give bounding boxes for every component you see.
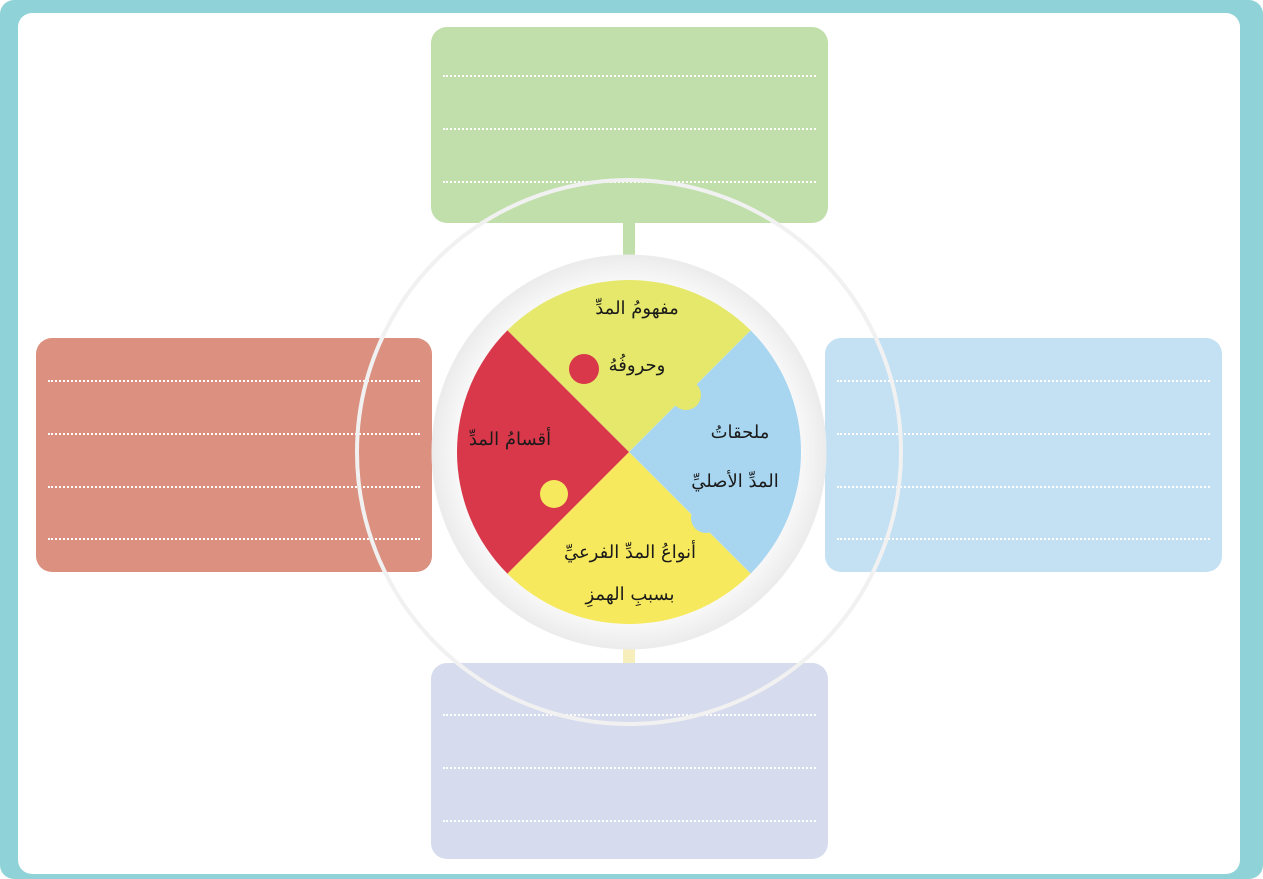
label-left-line1: أقسامُ المدِّ bbox=[468, 429, 552, 450]
answer-line[interactable] bbox=[48, 380, 420, 382]
segment-top bbox=[457, 280, 801, 452]
label-bottom-line1: أنواعُ المدِّ الفرعيِّ bbox=[563, 542, 697, 563]
answer-line[interactable] bbox=[443, 767, 816, 769]
answer-line[interactable] bbox=[443, 128, 816, 130]
puzzle-knob bbox=[671, 380, 701, 410]
segment-left bbox=[457, 280, 629, 624]
answer-line[interactable] bbox=[837, 486, 1210, 488]
answer-line[interactable] bbox=[48, 433, 420, 435]
answer-line[interactable] bbox=[443, 75, 816, 77]
answer-line[interactable] bbox=[837, 380, 1210, 382]
answer-box-bottom[interactable] bbox=[431, 663, 828, 859]
label-top-line2: وحروفُهُ bbox=[608, 355, 666, 376]
answer-line[interactable] bbox=[837, 538, 1210, 540]
outer-ring bbox=[355, 178, 903, 726]
answer-line[interactable] bbox=[48, 538, 420, 540]
puzzle-knob bbox=[691, 503, 721, 533]
answer-line[interactable] bbox=[48, 486, 420, 488]
segment-bottom bbox=[457, 452, 801, 624]
puzzle-knob bbox=[540, 480, 568, 508]
answer-line[interactable] bbox=[837, 433, 1210, 435]
answer-line[interactable] bbox=[443, 820, 816, 822]
answer-line[interactable] bbox=[443, 714, 816, 716]
label-right-line2: المدِّ الأصليِّ bbox=[691, 471, 779, 492]
label-bottom-line2: بسببِ الهمزِ bbox=[585, 584, 675, 605]
label-top-line1: مفهومُ المدِّ bbox=[595, 298, 679, 319]
segment-right bbox=[629, 280, 801, 624]
label-right-line1: ملحقاتُ bbox=[710, 422, 770, 443]
puzzle-wheel bbox=[355, 178, 903, 726]
puzzle-knob bbox=[569, 354, 599, 384]
